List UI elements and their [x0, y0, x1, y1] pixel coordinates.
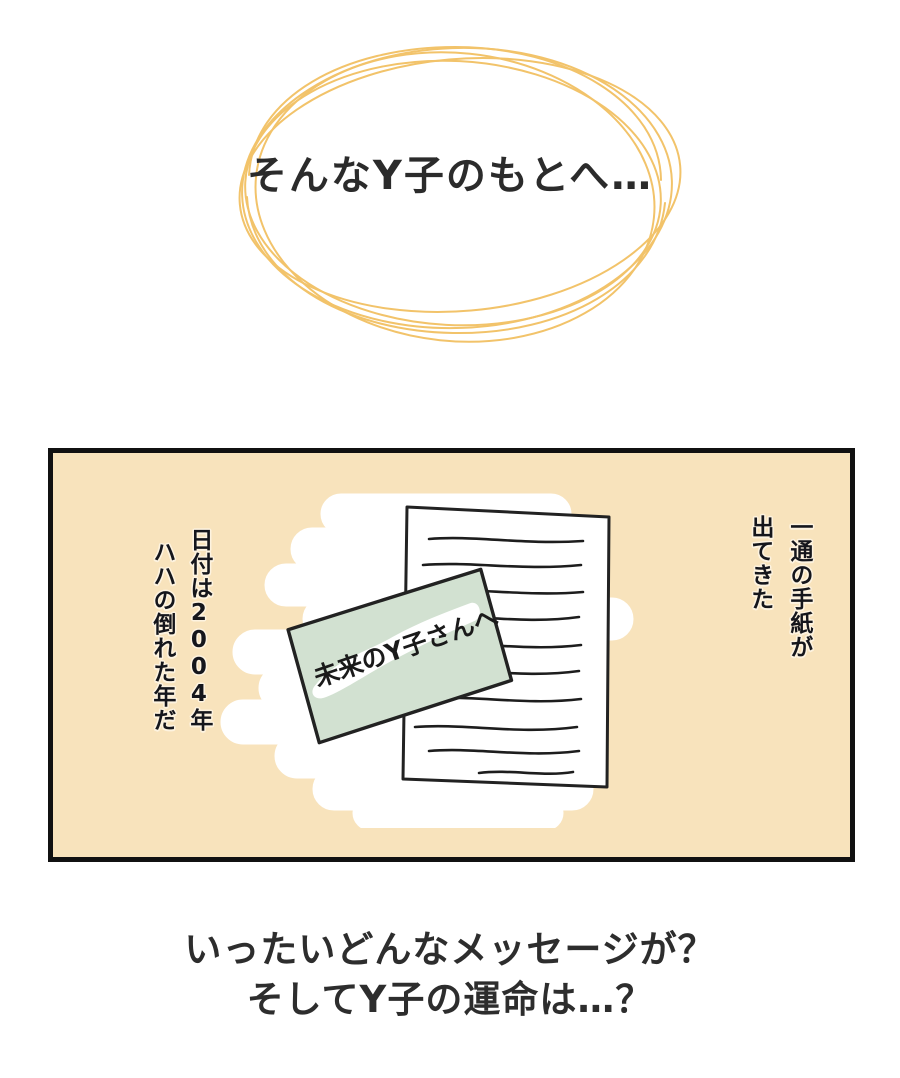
page-title: そんなY子のもとへ… — [246, 153, 654, 199]
bottom-caption-line-2: そしてY子の運命は…？ — [246, 977, 654, 1021]
panel-caption-right-1: 一通の手紙が — [785, 515, 812, 659]
panel-caption-right-2: 出てきた — [746, 515, 773, 611]
comic-panel: 未来のY子さんへ 日付は2004年 ハハの倒れた年だ 一通の手紙が 出てきた — [48, 448, 855, 862]
panel-caption-left-1: 日付は2004年 — [185, 528, 212, 732]
hand-drawn-ellipse-decoration — [238, 45, 682, 343]
bottom-caption-line-1: いったいどんなメッセージが？ — [184, 928, 716, 971]
envelope-shape: 未来のY子さんへ — [286, 567, 514, 745]
title-block: そんなY子のもとへ… — [0, 0, 900, 400]
green-envelope: 未来のY子さんへ — [276, 560, 524, 753]
bottom-caption: いったいどんなメッセージが？ そしてY子の運命は…？ — [0, 925, 900, 1025]
panel-caption-left-2: ハハの倒れた年だ — [148, 540, 175, 732]
